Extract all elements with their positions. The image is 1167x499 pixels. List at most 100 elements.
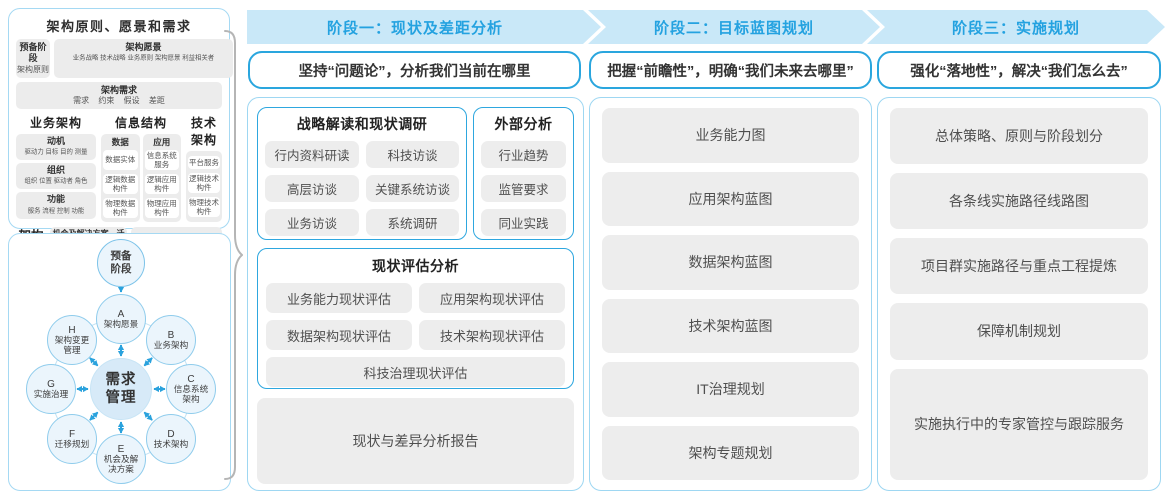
node-label: 实施治理 <box>33 388 69 399</box>
prep-phase-sub: 架构原则 <box>17 64 49 74</box>
info-system-service-box: 信息系统服务 <box>144 149 179 170</box>
method-item: 业务访谈 <box>265 209 359 236</box>
logical-tech-box: 逻辑技术构件 <box>188 172 220 193</box>
architecture-domains-row: 业务架构 动机 驱动力 目标 目的 测量 组织 组织 位置 驱动者 角色 功能 … <box>16 114 222 222</box>
phase3-content-panel: 总体策略、原则与阶段划分 各条线实施路径线路图 项目群实施路径与重点工程提炼 保… <box>877 97 1161 491</box>
adm-node-e-opportunities: E 机会及解决方案 <box>96 434 146 484</box>
adm-node-f-migration: F 迁移规划 <box>47 414 97 464</box>
deliverable-item: 数据架构蓝图 <box>602 235 859 290</box>
node-label: 架构愿景 <box>103 318 139 329</box>
node-label: 业务架构 <box>153 339 189 350</box>
phase1-banner-label: 阶段一：现状及差距分析 <box>326 19 503 37</box>
gap-analysis-report-box: 现状与差异分析报告 <box>257 398 574 484</box>
evaluation-item: 数据架构现状评估 <box>266 320 412 350</box>
adm-node-d-technology: D 技术架构 <box>146 414 196 464</box>
adm-node-h-change-management: H 架构变更管理 <box>47 315 97 365</box>
evaluation-item: 技术架构现状评估 <box>419 320 565 350</box>
phase3-subtitle-label: 强化“落地性”，解决“我们怎么去” <box>910 63 1128 80</box>
deliverable-item: 项目群实施路径与重点工程提炼 <box>890 238 1148 295</box>
phase1-banner: 阶段一：现状及差距分析 <box>247 10 601 44</box>
external-item: 监管要求 <box>481 175 566 202</box>
application-column: 应用 信息系统服务 逻辑应用构件 物理应用构件 <box>142 133 181 222</box>
method-item: 高层访谈 <box>265 175 359 202</box>
node-label: 技术架构 <box>153 438 189 449</box>
node-letter: A <box>117 308 125 320</box>
adm-prep-phase-circle: 预备阶段 <box>97 239 145 287</box>
physical-data-box: 物理数据构件 <box>103 197 138 218</box>
deliverable-item: 技术架构蓝图 <box>602 298 859 353</box>
deliverable-item: 业务能力图 <box>602 108 859 163</box>
technology-container: 平台服务 逻辑技术构件 物理技术构件 <box>186 150 222 222</box>
deliverable-item: IT治理规划 <box>602 362 859 417</box>
method-item: 行内资料研读 <box>265 141 359 168</box>
platform-service-box: 平台服务 <box>188 155 220 169</box>
prep-circle-label: 预备阶段 <box>110 250 132 275</box>
prep-phase-box: 预备阶段 架构原则 <box>16 39 50 78</box>
prep-phase-title: 预备阶段 <box>19 42 47 64</box>
function-sub: 服务 流程 控制 功能 <box>27 206 85 214</box>
current-state-evaluation-group: 现状评估分析 业务能力现状评估 应用架构现状评估 数据架构现状评估 技术架构现状… <box>257 248 574 389</box>
evaluation-item: 科技治理现状评估 <box>266 357 565 387</box>
adm-node-c-information-systems: C 信息系统架构 <box>166 364 216 414</box>
phase1-content-panel: 战略解读和现状调研 行内资料研读 科技访谈 高层访谈 关键系统访谈 业务访谈 系… <box>247 97 584 491</box>
information-structure-column: 信息结构 数据 数据实体 逻辑数据构件 物理数据构件 应用 信息系统服务 逻辑应… <box>101 114 181 222</box>
data-entity-box: 数据实体 <box>103 149 138 170</box>
business-architecture-column: 业务架构 动机 驱动力 目标 目的 测量 组织 组织 位置 驱动者 角色 功能 … <box>16 114 96 222</box>
motivation-title: 动机 <box>46 135 65 146</box>
node-label: 架构变更管理 <box>54 335 90 355</box>
phase1-subtitle: 坚持“问题论”，分析我们当前在哪里 <box>248 51 581 89</box>
adm-requirements-management-circle: 需求管理 <box>90 358 152 420</box>
phase2-banner: 阶段二：目标蓝图规划 <box>588 10 880 44</box>
technology-architecture-title: 技术架构 <box>190 115 217 147</box>
vision-title: 架构愿景 <box>125 42 162 52</box>
information-structure-title: 信息结构 <box>114 115 167 130</box>
organization-title: 组织 <box>46 165 65 176</box>
adm-node-a-vision: A 架构愿景 <box>96 294 146 344</box>
external-analysis-group: 外部分析 行业趋势 监管要求 同业实践 <box>473 107 574 240</box>
requirements-sub: 需求 约束 假设 差距 <box>73 95 165 105</box>
phase3-subtitle: 强化“落地性”，解决“我们怎么去” <box>877 51 1161 89</box>
phase2-banner-label: 阶段二：目标蓝图规划 <box>653 19 814 37</box>
data-column-title: 数据 <box>111 136 129 147</box>
architecture-content-panel: 架构原则、愿景和需求 预备阶段 架构原则 架构愿景 业务战略 技术战略 业务原则… <box>8 8 233 260</box>
deliverable-item: 应用架构蓝图 <box>602 171 859 226</box>
deliverable-item: 实施执行中的专家管控与跟踪服务 <box>890 368 1148 480</box>
adm-node-g-governance: G 实施治理 <box>26 364 76 414</box>
function-title: 功能 <box>46 194 65 205</box>
architecture-vision-box: 架构愿景 业务战略 技术战略 业务原则 架构愿景 利益相关者 <box>54 39 233 78</box>
logical-app-box: 逻辑应用构件 <box>144 173 179 194</box>
node-label: 信息系统架构 <box>173 384 209 404</box>
motivation-box: 动机 驱动力 目标 目的 测量 <box>16 133 96 161</box>
strategy-research-title: 战略解读和现状调研 <box>296 116 428 132</box>
center-circle-label: 需求管理 <box>105 371 137 406</box>
prep-vision-row: 预备阶段 架构原则 架构愿景 业务战略 技术战略 业务原则 架构愿景 利益相关者 <box>16 39 233 78</box>
deliverable-item: 架构专题规划 <box>602 425 859 480</box>
organization-sub: 组织 位置 驱动者 角色 <box>24 177 88 185</box>
strategy-research-group: 战略解读和现状调研 行内资料研读 科技访谈 高层访谈 关键系统访谈 业务访谈 系… <box>257 107 467 240</box>
node-label: 迁移规划 <box>54 438 90 449</box>
data-column: 数据 数据实体 逻辑数据构件 物理数据构件 <box>101 133 140 222</box>
logical-data-box: 逻辑数据构件 <box>103 173 138 194</box>
node-label: 机会及解决方案 <box>103 454 139 474</box>
motivation-sub: 驱动力 目标 目的 测量 <box>24 148 88 156</box>
external-item: 同业实践 <box>481 209 566 236</box>
phase1-subtitle-label: 坚持“问题论”，分析我们当前在哪里 <box>298 63 531 80</box>
method-item: 关键系统访谈 <box>366 175 459 202</box>
panel-title: 架构原则、愿景和需求 <box>46 19 192 34</box>
technology-architecture-column: 技术架构 平台服务 逻辑技术构件 物理技术构件 <box>186 114 222 222</box>
phase2-subtitle-label: 把握“前瞻性”，明确“我们未来去哪里” <box>607 63 854 80</box>
curly-brace <box>224 30 243 480</box>
physical-tech-box: 物理技术构件 <box>188 196 220 217</box>
phase2-subtitle: 把握“前瞻性”，明确“我们未来去哪里” <box>589 51 872 89</box>
evaluation-item: 应用架构现状评估 <box>419 283 565 313</box>
method-item: 科技访谈 <box>366 141 459 168</box>
deliverable-item: 各条线实施路径线路图 <box>890 173 1148 230</box>
application-column-title: 应用 <box>153 136 171 147</box>
deliverable-item: 总体策略、原则与阶段划分 <box>890 108 1148 165</box>
adm-cycle-panel: 预备阶段 需求管理 A 架构愿景 B 业务架构 C 信息系统架构 D 技术架构 … <box>8 233 231 491</box>
external-analysis-title: 外部分析 <box>494 116 553 132</box>
physical-app-box: 物理应用构件 <box>144 197 179 218</box>
adm-node-b-business: B 业务架构 <box>146 315 196 365</box>
external-item: 行业趋势 <box>481 141 566 168</box>
evaluation-item: 业务能力现状评估 <box>266 283 412 313</box>
